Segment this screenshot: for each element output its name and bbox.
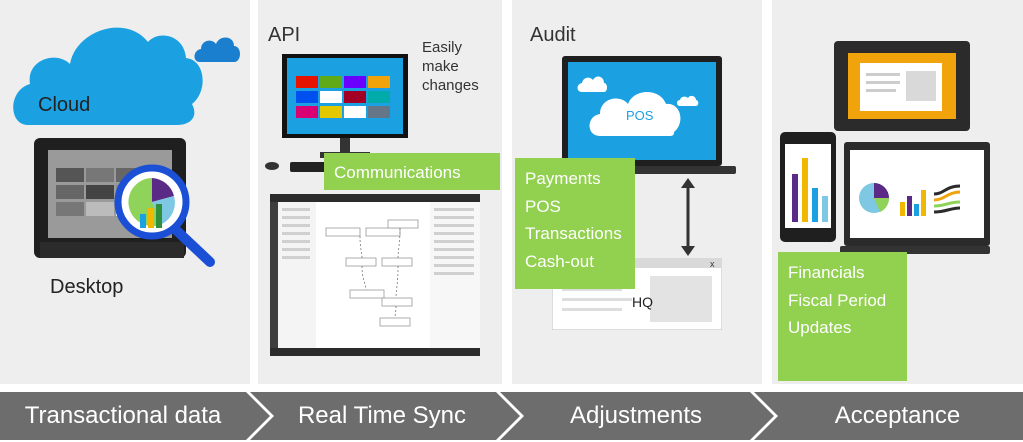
api-note: Easily make changes — [422, 39, 479, 94]
stage-adjustments: Adjustments — [569, 402, 703, 429]
desktop-label: Desktop — [50, 276, 124, 298]
phone-icon — [780, 132, 836, 242]
acceptance-items-box: Financials Fiscal Period Updates — [778, 252, 907, 381]
tablet-icon — [834, 41, 970, 131]
stage-transactional-data: Transactional data — [24, 402, 222, 429]
stage-chevron-2 — [250, 392, 520, 440]
process-chevrons — [0, 392, 1023, 440]
audit-title: Audit — [530, 24, 576, 46]
stage-chevron-1 — [0, 392, 270, 440]
sync-arrow — [681, 178, 695, 256]
pos-label: POS — [626, 108, 654, 123]
stage-chevron-4 — [754, 392, 1023, 440]
communications-box: Communications — [324, 153, 500, 190]
svg-text:x: x — [710, 259, 715, 269]
stage-real-time-sync: Real Time Sync — [297, 402, 467, 429]
laptop-charts-icon — [840, 142, 990, 254]
api-monitor-icon — [265, 54, 408, 172]
cloud-label: Cloud — [38, 94, 91, 116]
hq-label: HQ — [632, 294, 653, 310]
audit-items-box: Payments POS Transactions Cash-out — [515, 158, 635, 289]
stage-chevron-3 — [500, 392, 774, 440]
stage-acceptance: Acceptance — [834, 402, 961, 429]
workflow-screenshot — [270, 194, 480, 356]
desktop-monitor-icon — [34, 138, 215, 267]
api-title: API — [268, 24, 301, 46]
small-cloud-icon — [194, 37, 240, 62]
cloud-icon — [13, 27, 203, 125]
